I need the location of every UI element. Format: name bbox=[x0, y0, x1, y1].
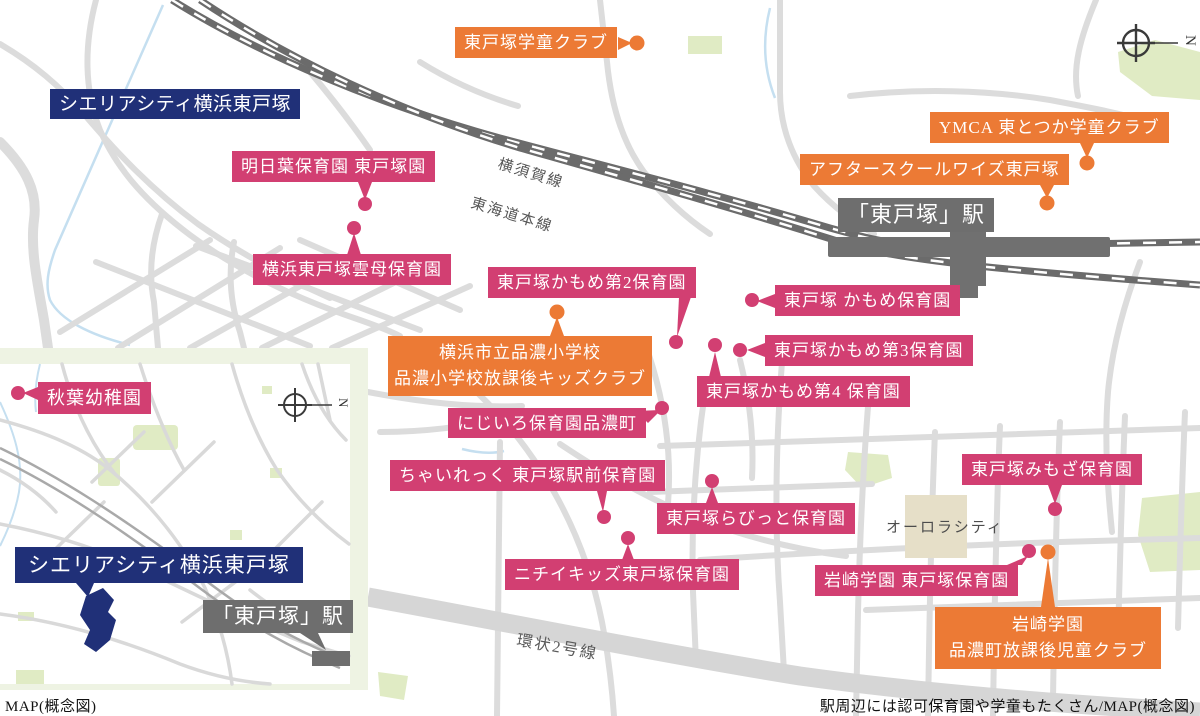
label-shinano-line1: 横浜市立品濃小学校 bbox=[439, 342, 601, 362]
inset-property-polygon bbox=[80, 588, 116, 652]
label-property-main: シエリアシティ横浜東戸塚 bbox=[50, 89, 301, 119]
label-pointers-orange bbox=[550, 37, 1094, 607]
inset-label-pointers bbox=[23, 387, 326, 650]
orange-location-dots bbox=[549, 35, 1095, 560]
label-asuha: 明日葉保育園 東戸塚園 bbox=[232, 151, 436, 182]
label-station-inset: 「東戸塚」駅 bbox=[203, 600, 353, 633]
label-rabbit: 東戸塚らびっと保育園 bbox=[657, 503, 855, 534]
label-shinano-elementary-kids-club: 横浜市立品濃小学校 品濃小学校放課後キッズクラブ bbox=[388, 336, 652, 396]
inset-compass-north-letter: N bbox=[336, 398, 351, 408]
pink-location-dots bbox=[347, 197, 1062, 558]
label-pointers-pink bbox=[347, 182, 1062, 565]
label-nijiiro: にじいろ保育園品濃町 bbox=[448, 408, 646, 438]
label-shinano-line2: 品濃小学校放課後キッズクラブ bbox=[394, 369, 646, 388]
tokaido-line-label: 東海道本線 bbox=[469, 195, 555, 236]
caption-map-note-right: 駅周辺には認可保育園や学童もたくさん/MAP(概念図) bbox=[819, 699, 1195, 715]
label-iwasaki-hoikuen: 岩崎学園 東戸塚保育園 bbox=[815, 565, 1019, 596]
label-nichii-kids: ニチイキッズ東戸塚保育園 bbox=[505, 559, 739, 590]
label-akiba-kindergarten: 秋葉幼稚園 bbox=[38, 382, 151, 414]
label-kamome4: 東戸塚かもめ第4 保育園 bbox=[697, 376, 910, 407]
caption-map-note-left: MAP(概念図) bbox=[5, 699, 97, 715]
label-iwasaki-gakudo-club: 岩崎学園 品濃町放課後児童クラブ bbox=[935, 607, 1161, 669]
compass-north-letter: N bbox=[1182, 35, 1198, 46]
label-chairekku: ちゃいれっく 東戸塚駅前保育園 bbox=[390, 460, 666, 491]
kanjo2-road bbox=[366, 587, 1200, 716]
label-kirara: 横浜東戸塚雲母保育園 bbox=[253, 254, 451, 285]
location-dot-akiba bbox=[11, 386, 25, 400]
label-ymca: YMCA 東とつか学童クラブ bbox=[930, 112, 1169, 143]
label-kamome3: 東戸塚かもめ第3保育園 bbox=[765, 335, 973, 366]
label-afterschool-wise: アフタースクールワイズ東戸塚 bbox=[800, 154, 1069, 185]
label-property-inset: シエリアシティ横浜東戸塚 bbox=[15, 547, 303, 583]
label-gakudo-club: 東戸塚学童クラブ bbox=[455, 27, 617, 58]
label-iwasaki-line2: 品濃町放課後児童クラブ bbox=[949, 641, 1147, 660]
aurora-city-building bbox=[905, 495, 967, 558]
label-kamome2: 東戸塚かもめ第2保育園 bbox=[488, 267, 696, 298]
inset-station-building bbox=[312, 651, 350, 666]
inset-compass-icon: N bbox=[278, 388, 351, 422]
label-iwasaki-line1: 岩崎学園 bbox=[1012, 614, 1084, 634]
station-building bbox=[828, 224, 1110, 298]
label-kamome: 東戸塚 かもめ保育園 bbox=[775, 285, 961, 316]
label-mimoza: 東戸塚みもざ保育園 bbox=[962, 454, 1142, 485]
compass-icon: N bbox=[1117, 24, 1198, 62]
label-station-main: 「東戸塚」駅 bbox=[838, 198, 995, 232]
label-aurora-city: オーロラシティ bbox=[886, 520, 1004, 536]
